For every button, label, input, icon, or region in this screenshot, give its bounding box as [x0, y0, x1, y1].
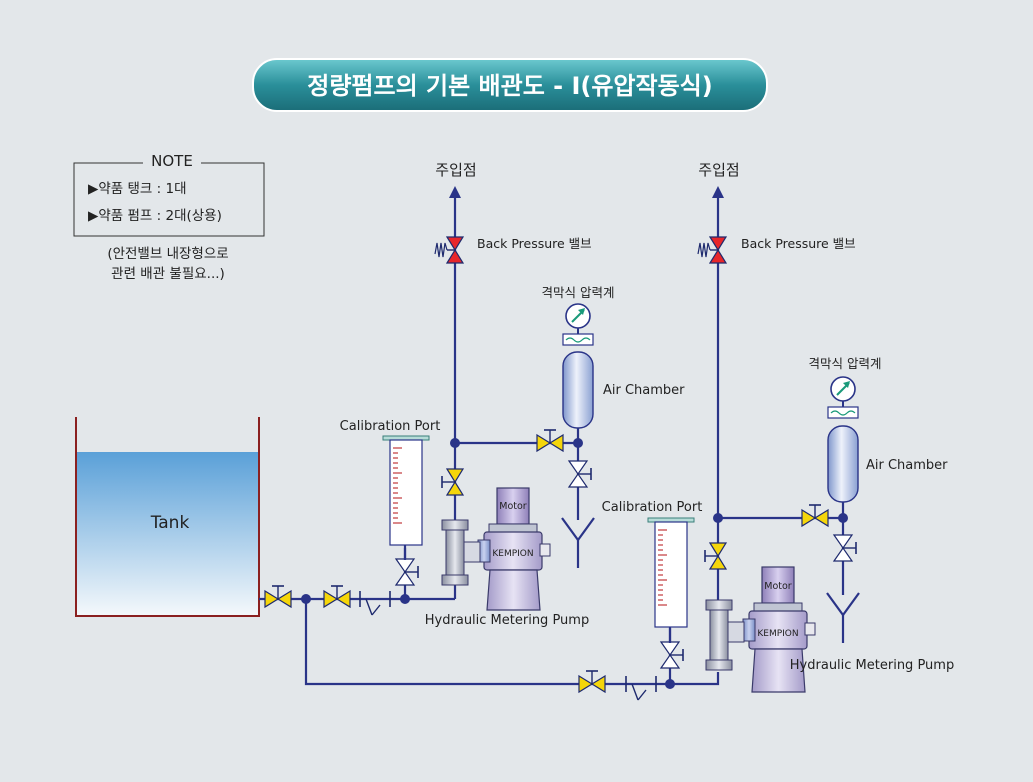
motor-label-1: Motor	[499, 501, 527, 512]
back-pressure-valve-icon	[434, 236, 464, 264]
metering-pump-2: Motor KEMPION Hydraulic Metering Pump	[705, 566, 954, 693]
drain-valve-icon	[395, 558, 419, 586]
title-banner: 정량펌프의 기본 배관도 - Ⅰ(유압작동식)	[252, 58, 768, 112]
note-remark-1: (안전밸브 내장형으로	[107, 246, 228, 262]
calibration-column-1: Calibration Port	[340, 419, 441, 560]
note-line-1: ▶약품 탱크 : 1대	[88, 181, 187, 197]
back-pressure-label-1: Back Pressure 밸브	[477, 236, 592, 251]
calibration-port-label-2: Calibration Port	[602, 500, 703, 515]
pump-label-2: Hydraulic Metering Pump	[790, 658, 954, 673]
brand-label-2: KEMPION	[757, 629, 798, 639]
air-chamber-1: 격막식 압력계 Air Chamber	[542, 285, 685, 429]
valve-icon	[704, 542, 727, 570]
pressure-gauge-label-2: 격막식 압력계	[809, 356, 882, 371]
injection-point-label-1: 주입점	[435, 161, 476, 179]
arrow-up-icon	[712, 186, 724, 198]
pump-label-1: Hydraulic Metering Pump	[425, 613, 589, 628]
valve-icon	[801, 504, 829, 527]
calibration-column-2: Calibration Port	[602, 500, 703, 643]
back-pressure-label-2: Back Pressure 밸브	[741, 236, 856, 251]
metering-pump-1: Motor KEMPION Hydraulic Metering Pump	[425, 487, 589, 628]
pipe-junctions	[301, 438, 848, 689]
valve-icon	[578, 670, 606, 693]
tank: Tank	[75, 417, 260, 617]
note-line-2: ▶약품 펌프 : 2대(상용)	[88, 208, 222, 224]
note-header: NOTE	[151, 152, 193, 170]
pipe-network	[259, 195, 845, 686]
strainer-icon	[359, 590, 391, 616]
drain-valve-icon	[568, 460, 592, 488]
tank-label: Tank	[150, 513, 190, 533]
air-chamber-label-1: Air Chamber	[603, 383, 685, 398]
arrow-up-icon	[449, 186, 461, 198]
valve-icon	[264, 585, 292, 608]
pressure-gauge-label-1: 격막식 압력계	[542, 285, 615, 300]
brand-label-1: KEMPION	[492, 549, 533, 559]
valve-icon	[536, 429, 564, 452]
motor-label-2: Motor	[764, 581, 792, 592]
air-chamber-label-2: Air Chamber	[866, 458, 948, 473]
drain-funnel-icon	[826, 592, 860, 617]
drain-funnel-icon	[561, 517, 595, 542]
air-chamber-2: 격막식 압력계 Air Chamber	[809, 356, 948, 503]
title-text: 정량펌프의 기본 배관도 - Ⅰ(유압작동식)	[307, 72, 712, 100]
note-remark-2: 관련 배관 불필요...)	[111, 266, 225, 282]
injection-point-label-2: 주입점	[698, 161, 739, 179]
drain-valve-icon	[833, 534, 857, 562]
calibration-port-label-1: Calibration Port	[340, 419, 441, 434]
valve-icon	[441, 468, 464, 496]
back-pressure-valve-icon	[697, 236, 727, 264]
valve-icon	[323, 585, 351, 608]
drain-valve-icon	[660, 641, 684, 669]
strainer-icon	[625, 675, 657, 701]
note-box: NOTE ▶약품 탱크 : 1대 ▶약품 펌프 : 2대(상용) (안전밸브 내…	[73, 152, 265, 282]
